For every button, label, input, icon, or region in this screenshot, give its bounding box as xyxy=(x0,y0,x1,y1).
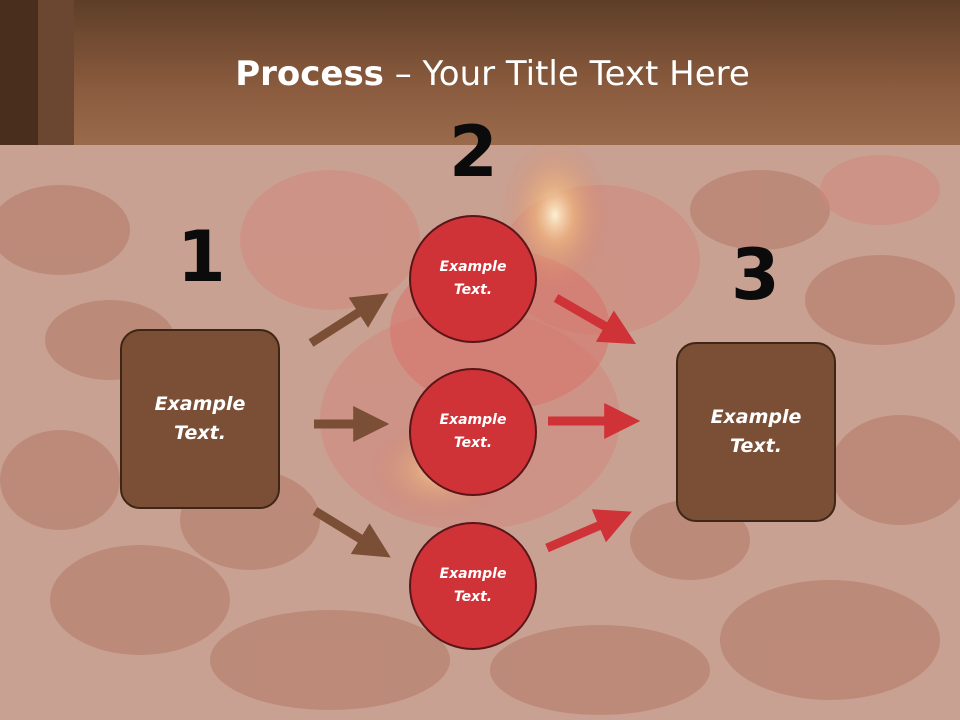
title-rest: – Your Title Text Here xyxy=(383,54,750,94)
header-accent-dark xyxy=(0,0,38,145)
middle-circle-top-line1: Example xyxy=(439,259,507,275)
end-box: Example Text. xyxy=(676,342,836,522)
middle-circle-center: Example Text. xyxy=(409,368,537,496)
end-box-line1: Example xyxy=(710,406,802,428)
arrow-1-to-2c xyxy=(312,507,391,558)
header-accent-light xyxy=(38,0,74,145)
arrow-2a-to-3 xyxy=(553,294,637,345)
step-number-1: 1 xyxy=(177,216,226,298)
middle-circle-bottom-text: Example Text. xyxy=(440,563,507,609)
page-title: Process – Your Title Text Here xyxy=(0,52,960,96)
end-box-line2: Text. xyxy=(730,435,782,457)
middle-circle-bottom: Example Text. xyxy=(409,522,537,650)
start-box-line1: Example xyxy=(154,393,246,415)
step-number-2: 2 xyxy=(449,111,498,193)
start-box-line2: Text. xyxy=(174,422,226,444)
middle-circle-top: Example Text. xyxy=(409,215,537,343)
header-band: Process – Your Title Text Here xyxy=(0,0,960,145)
arrow-1-to-2a xyxy=(308,293,389,347)
middle-circle-bottom-line2: Text. xyxy=(453,589,493,605)
start-box-text: Example Text. xyxy=(155,390,246,448)
middle-circle-bottom-line1: Example xyxy=(439,566,507,582)
arrow-2c-to-3 xyxy=(545,509,632,553)
step-number-3: 3 xyxy=(731,234,780,316)
middle-circle-center-line2: Text. xyxy=(453,435,493,451)
middle-circle-center-text: Example Text. xyxy=(440,409,507,455)
middle-circle-center-line1: Example xyxy=(439,412,507,428)
start-box: Example Text. xyxy=(120,329,280,509)
stones xyxy=(0,170,960,715)
end-box-text: Example Text. xyxy=(711,403,802,461)
middle-circle-top-line2: Text. xyxy=(453,282,493,298)
middle-circle-top-text: Example Text. xyxy=(440,256,507,302)
title-bold: Process xyxy=(235,54,384,94)
